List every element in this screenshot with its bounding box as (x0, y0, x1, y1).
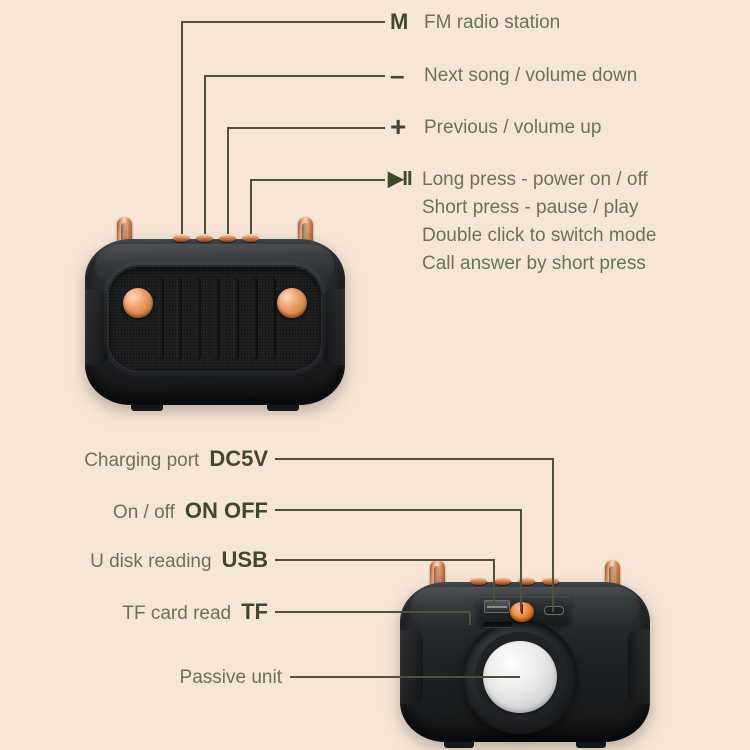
copper-accent-right (277, 288, 307, 318)
symbol-plus: + (390, 111, 407, 142)
speaker-foot-back (444, 740, 474, 748)
speaker-grille (107, 265, 323, 373)
label-on-off: On / off ON OFF (60, 498, 268, 524)
speaker-front-view (85, 215, 345, 411)
usb-a-port[interactable] (484, 600, 510, 613)
grille-slot (213, 277, 221, 361)
grille-slot (250, 277, 258, 361)
callout-play-pause-text: Long press - power on / off Short press … (422, 169, 657, 274)
grille-slot (156, 277, 164, 361)
speaker-foot-back (576, 740, 606, 748)
label-tf-card: TF card read TF (60, 599, 268, 625)
label-passive-unit-name: Passive unit (179, 667, 282, 688)
callout-fm-radio: M FM radio station (390, 9, 560, 37)
callout-previous: + Previous / volume up (390, 111, 602, 142)
top-button-minus-back[interactable] (494, 577, 511, 585)
label-on-off-code: ON OFF (184, 498, 268, 523)
callout-next-song-text: Next song / volume down (424, 65, 638, 86)
top-button-mode-back[interactable] (470, 577, 487, 585)
power-switch[interactable] (510, 602, 534, 622)
speaker-back-view (400, 560, 650, 748)
top-button-minus[interactable] (196, 234, 213, 242)
symbol-mode-m: M (390, 9, 409, 34)
label-tf-card-name: TF card read (122, 603, 232, 624)
leader-line-next (204, 75, 385, 234)
callout-previous-text: Previous / volume up (424, 117, 602, 138)
callout-fm-radio-text: FM radio station (424, 12, 561, 33)
grille-slot (231, 277, 239, 361)
label-u-disk: U disk reading USB (60, 547, 268, 573)
top-button-plus-back[interactable] (518, 577, 535, 585)
label-charging-port: Charging port DC5V (60, 446, 268, 472)
copper-accent-left (123, 288, 153, 318)
body-side-shadow-right-back (627, 630, 650, 704)
tf-card-slot[interactable] (484, 622, 512, 627)
top-button-playpause[interactable] (242, 234, 259, 242)
speaker-foot (267, 403, 299, 411)
passive-radiator-cone (482, 640, 558, 714)
label-charging-port-name: Charging port (84, 450, 200, 471)
top-button-playpause-back[interactable] (542, 577, 559, 585)
top-button-mode[interactable] (173, 234, 190, 242)
grille-slot (175, 277, 183, 361)
label-u-disk-code: USB (221, 547, 268, 572)
callout-play-pause: ▶II Long press - power on / off Short pr… (388, 166, 656, 278)
label-on-off-name: On / off (112, 502, 175, 523)
label-tf-card-code: TF (241, 599, 268, 624)
label-passive-unit: Passive unit (60, 667, 282, 689)
body-side-shadow-right (321, 288, 345, 366)
label-u-disk-name: U disk reading (90, 551, 212, 572)
body-side-shadow-left (85, 288, 109, 366)
grille-slot (269, 277, 277, 361)
usb-c-charging-port[interactable] (544, 606, 564, 615)
top-button-plus[interactable] (219, 234, 236, 242)
leader-line-fm (181, 21, 385, 234)
label-charging-port-code: DC5V (209, 446, 268, 471)
passive-radiator (462, 620, 578, 734)
body-side-shadow-left-back (400, 630, 423, 704)
symbol-play-pause: ▶II (388, 168, 413, 190)
speaker-foot (131, 403, 163, 411)
grille-slots (156, 277, 282, 361)
callout-next-song: – Next song / volume down (390, 62, 637, 90)
grille-slot (194, 277, 202, 361)
symbol-minus: – (390, 60, 405, 90)
